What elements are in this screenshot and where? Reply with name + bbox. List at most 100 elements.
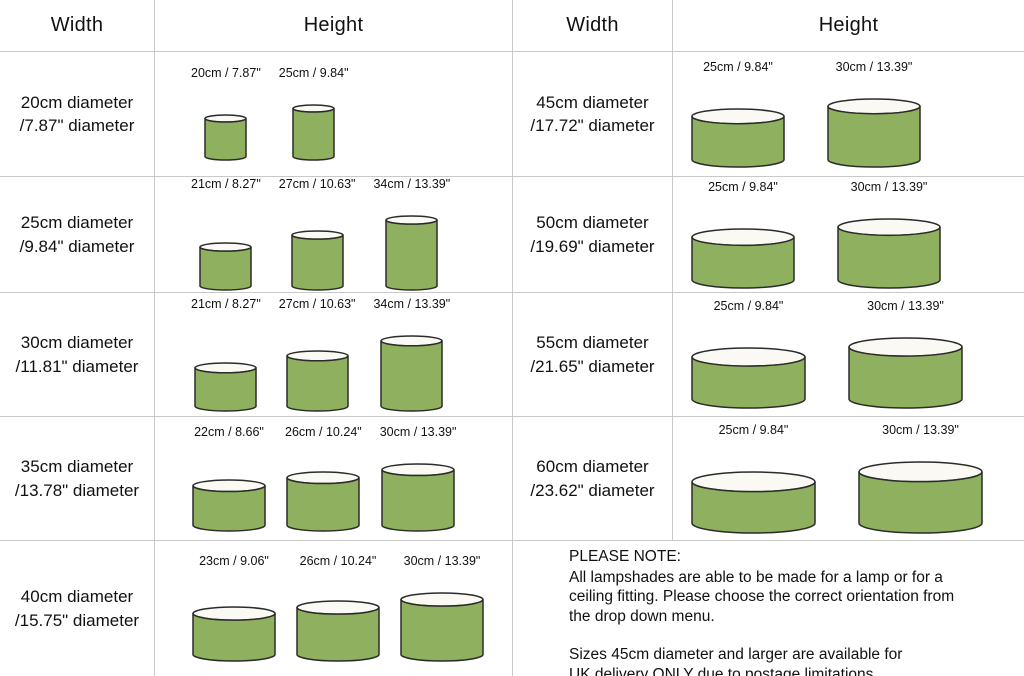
lampshade-cylinder <box>691 227 795 289</box>
shade-size-label: 25cm / 9.84" <box>278 66 349 80</box>
lampshade-cylinder <box>400 592 484 662</box>
lampshade-cylinder <box>204 114 248 161</box>
width-label: 40cm diameter <box>20 587 134 607</box>
lampshade-cylinder <box>381 462 455 532</box>
height-cell-30cm: 21cm / 8.27" 27cm / 10.63" 34cm / 13.39" <box>155 293 513 417</box>
height-cell-45cm: 25cm / 9.84" 30cm / 13.39" <box>673 52 1024 177</box>
height-cell-40cm: 23cm / 9.06" 26cm / 10.24" 30cm / 13.39" <box>155 541 513 676</box>
lampshade-cylinder <box>192 606 276 662</box>
lampshade-cylinder <box>286 470 361 532</box>
height-cell-60cm: 25cm / 9.84" 30cm / 13.39" <box>673 417 1024 541</box>
shade-figure: 27cm / 10.63" <box>278 177 356 292</box>
lampshade-cylinder <box>285 349 349 412</box>
width-cell-20cm: 20cm diameter /7.87" diameter <box>0 52 155 177</box>
shade-size-label: 20cm / 7.87" <box>191 66 261 80</box>
width-cell-40cm: 40cm diameter /15.75" diameter <box>0 541 155 676</box>
width-cell-30cm: 30cm diameter /11.81" diameter <box>0 293 155 417</box>
width-cell-60cm: 60cm diameter /23.62" diameter <box>513 417 673 541</box>
lampshade-cylinder <box>292 104 335 161</box>
note-paragraph: Sizes 45cm diameter and larger are avail… <box>569 646 903 676</box>
lampshade-cylinder <box>296 600 380 662</box>
height-cell-35cm: 22cm / 8.66"26cm / 10.24"30cm / 13.39" <box>155 417 513 541</box>
header-width-right-label: Width <box>566 14 619 36</box>
shade-size-label: 25cm / 9.84" <box>718 422 789 437</box>
header-height-left: Height <box>155 0 513 52</box>
shade-size-label: 27cm / 10.63" <box>278 296 356 311</box>
shade-size-label: 30cm / 13.39" <box>403 554 481 568</box>
width-label: 45cm diameter <box>536 92 649 112</box>
shade-size-label: 25cm / 9.84" <box>708 179 778 194</box>
width-cell-35cm: 35cm diameter /13.78" diameter <box>0 417 155 541</box>
shade-figure: 25cm / 9.84" <box>690 180 796 290</box>
width-label: 35cm diameter <box>20 457 134 477</box>
shade-group: 25cm / 9.84" 30cm / 13.39" <box>690 423 984 535</box>
shade-group: 20cm / 7.87" 25cm / 9.84" <box>191 66 349 162</box>
shade-figure: 25cm / 9.84" <box>279 66 349 162</box>
lampshade-cylinder <box>837 217 941 289</box>
lampshade-cylinder <box>380 334 444 412</box>
shade-size-label: 30cm / 13.39" <box>850 179 928 194</box>
width-label: /7.87" diameter <box>19 116 135 135</box>
note-paragraph: All lampshades are able to be made for a… <box>569 568 955 625</box>
shade-group: 25cm / 9.84" 30cm / 13.39" <box>690 180 942 290</box>
header-height-left-label: Height <box>303 14 364 36</box>
height-cell-25cm: 21cm / 8.27" 27cm / 10.63" 34cm / 13.39" <box>155 177 513 293</box>
lampshade-cylinder <box>691 347 806 409</box>
shade-size-label: 26cm / 10.24" <box>285 424 362 439</box>
shade-figure: 21cm / 8.27" <box>191 297 261 413</box>
shade-figure: 30cm / 13.39" <box>826 60 922 169</box>
note-title: PLEASE NOTE: <box>569 548 681 565</box>
width-label: /17.72" diameter <box>530 116 655 135</box>
header-height-right: Height <box>673 0 1024 52</box>
width-label: /21.65" diameter <box>530 356 655 376</box>
shade-figure: 25cm / 9.84" <box>690 60 786 169</box>
shade-size-label: 26cm / 10.24" <box>299 554 377 568</box>
width-cell-45cm: 45cm diameter /17.72" diameter <box>513 52 673 177</box>
shade-size-label: 23cm / 9.06" <box>199 554 269 568</box>
lampshade-cylinder <box>827 97 921 168</box>
shade-figure: 34cm / 13.39" <box>373 177 450 292</box>
shade-size-label: 30cm / 13.39" <box>882 422 959 437</box>
lampshade-cylinder <box>192 478 266 532</box>
width-cell-25cm: 25cm diameter /9.84" diameter <box>0 177 155 293</box>
shade-size-label: 34cm / 13.39" <box>373 296 451 311</box>
shade-figure: 30cm / 13.39" <box>399 554 485 663</box>
header-width-left: Width <box>0 0 155 52</box>
shade-figure: 23cm / 9.06" <box>191 554 277 663</box>
width-cell-55cm: 55cm diameter /21.65" diameter <box>513 293 673 417</box>
shade-size-label: 30cm / 13.39" <box>867 299 944 313</box>
shade-figure: 26cm / 10.24" <box>295 554 381 663</box>
shade-figure: 26cm / 10.24" <box>285 425 362 533</box>
width-label: /9.84" diameter <box>19 236 135 256</box>
width-label: /23.62" diameter <box>530 480 655 500</box>
shade-figure: 30cm / 13.39" <box>857 423 984 535</box>
shade-figure: 34cm / 13.39" <box>373 297 450 413</box>
width-label: 25cm diameter <box>20 213 134 233</box>
shade-size-label: 25cm / 9.84" <box>713 299 784 313</box>
shade-group: 25cm / 9.84" 30cm / 13.39" <box>690 60 922 169</box>
width-label: 55cm diameter <box>536 333 649 353</box>
lampshade-cylinder <box>848 337 963 409</box>
width-cell-50cm: 50cm diameter /19.69" diameter <box>513 177 673 293</box>
shade-group: 23cm / 9.06" 26cm / 10.24" 30cm / 13.39" <box>191 554 485 663</box>
lampshade-cylinder <box>385 215 439 291</box>
shade-size-label: 21cm / 8.27" <box>191 296 261 311</box>
shade-size-label: 30cm / 13.39" <box>835 59 913 74</box>
shade-figure: 30cm / 13.39" <box>847 299 964 410</box>
lampshade-cylinder <box>691 107 785 168</box>
width-label: /11.81" diameter <box>15 356 139 376</box>
shade-figure: 27cm / 10.63" <box>278 296 356 413</box>
shade-size-label: 34cm / 13.39" <box>373 177 451 191</box>
shade-figure: 25cm / 9.84" <box>690 299 807 410</box>
header-height-right-label: Height <box>818 14 879 36</box>
width-label: 30cm diameter <box>20 333 134 353</box>
shade-size-label: 21cm / 8.27" <box>191 177 261 191</box>
shade-group: 21cm / 8.27" 27cm / 10.63" 34cm / 13.39" <box>191 297 450 413</box>
shade-size-label: 27cm / 10.63" <box>278 177 356 191</box>
shade-figure: 20cm / 7.87" <box>191 66 261 162</box>
height-cell-20cm: 20cm / 7.87" 25cm / 9.84" <box>155 52 513 177</box>
header-width-right: Width <box>513 0 673 52</box>
shade-size-label: 30cm / 13.39" <box>379 424 457 439</box>
shade-group: 22cm / 8.66"26cm / 10.24"30cm / 13.39" <box>191 425 456 533</box>
lampshade-cylinder <box>199 242 253 291</box>
